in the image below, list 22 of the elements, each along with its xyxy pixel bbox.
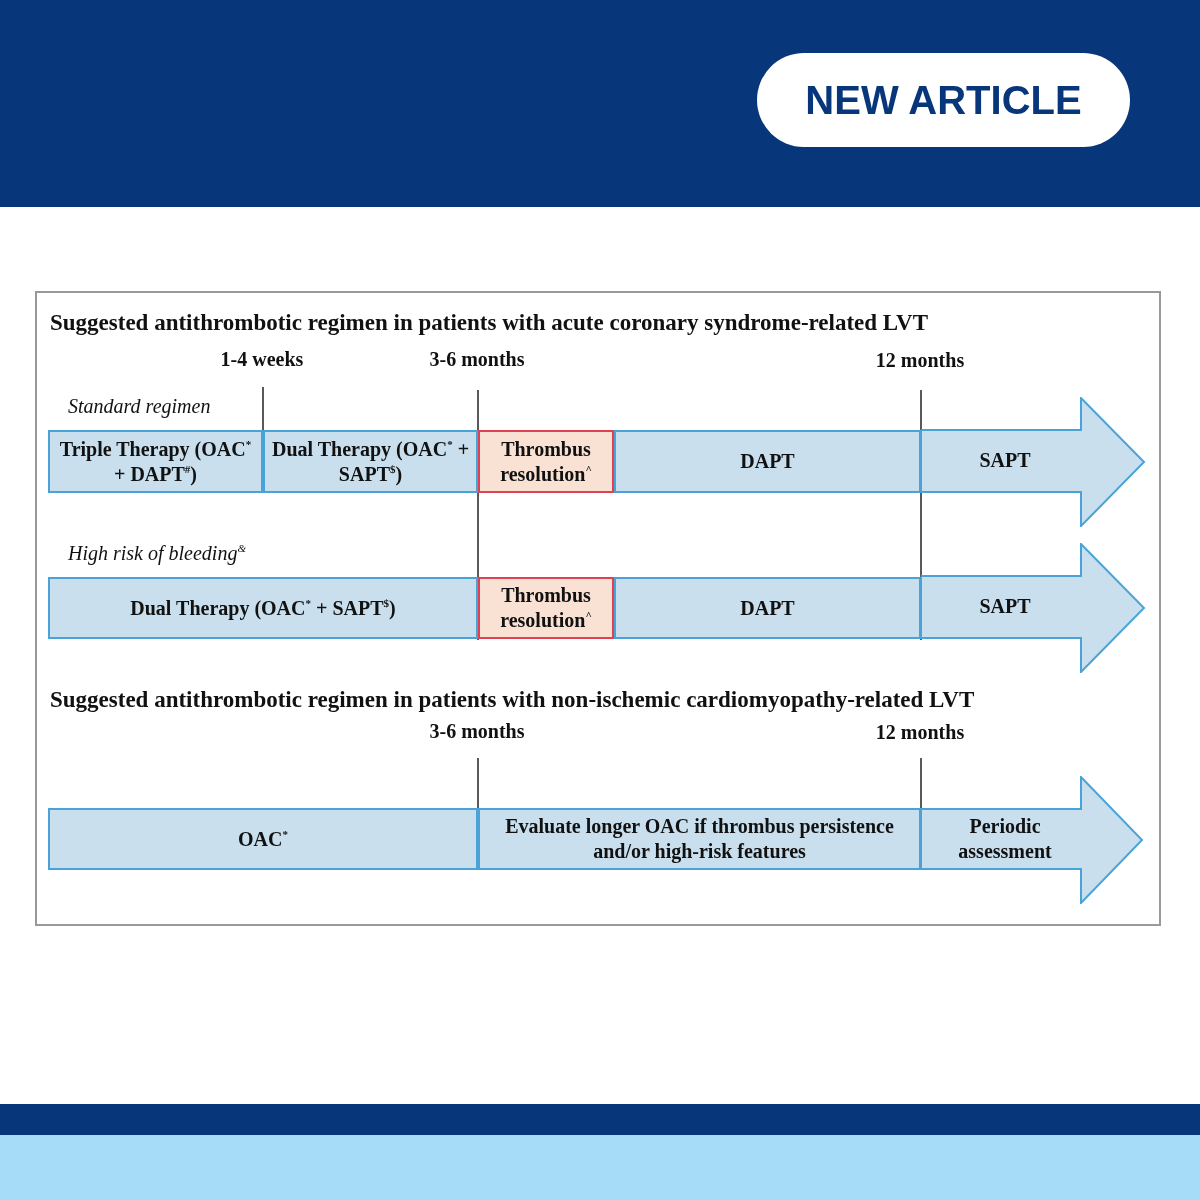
timeline-label: 12 months [875,349,965,372]
timeline-segment: OAC$^{*}$ [48,808,478,870]
timeline-label: 3-6 months [429,720,525,743]
timeline-segment: DAPT [614,577,921,639]
new-article-badge: NEW ARTICLE [757,53,1130,147]
timeline-label: 12 months [875,721,965,744]
timeline-segment: DAPT [614,430,921,493]
timeline-label: 3-6 months [429,348,525,371]
regimen-label: Standard regimen [68,395,211,418]
timeline-segment: Triple Therapy (OAC$^{*}$ + DAPT$^{#}$) [48,430,263,493]
resolution-box: Thrombus resolution$^{^}$ [478,430,614,493]
timeline-segment: Dual Therapy (OAC$^{*}$ + SAPT$^{$}$) [48,577,478,639]
section-heading: Suggested antithrombotic regimen in patients with non-ischemic cardiomyopathy-related LVT [50,687,975,713]
arrow-segment: SAPT [921,543,1146,673]
regimen-label: High risk of bleeding$^{&}$ [68,542,246,565]
arrow-segment: Periodic assessment [921,776,1144,904]
timeline-segment: Evaluate longer OAC if thrombus persistence and/or high-risk features [478,808,921,870]
resolution-box: Thrombus resolution$^{^}$ [478,577,614,639]
timeline-label: 1-4 weeks [220,348,304,371]
section-heading: Suggested antithrombotic regimen in patients with acute coronary syndrome-related LVT [50,310,929,336]
arrow-segment: SAPT [921,397,1146,527]
timeline-segment: Dual Therapy (OAC$^{*}$ + SAPT$^{$}$) [263,430,478,493]
